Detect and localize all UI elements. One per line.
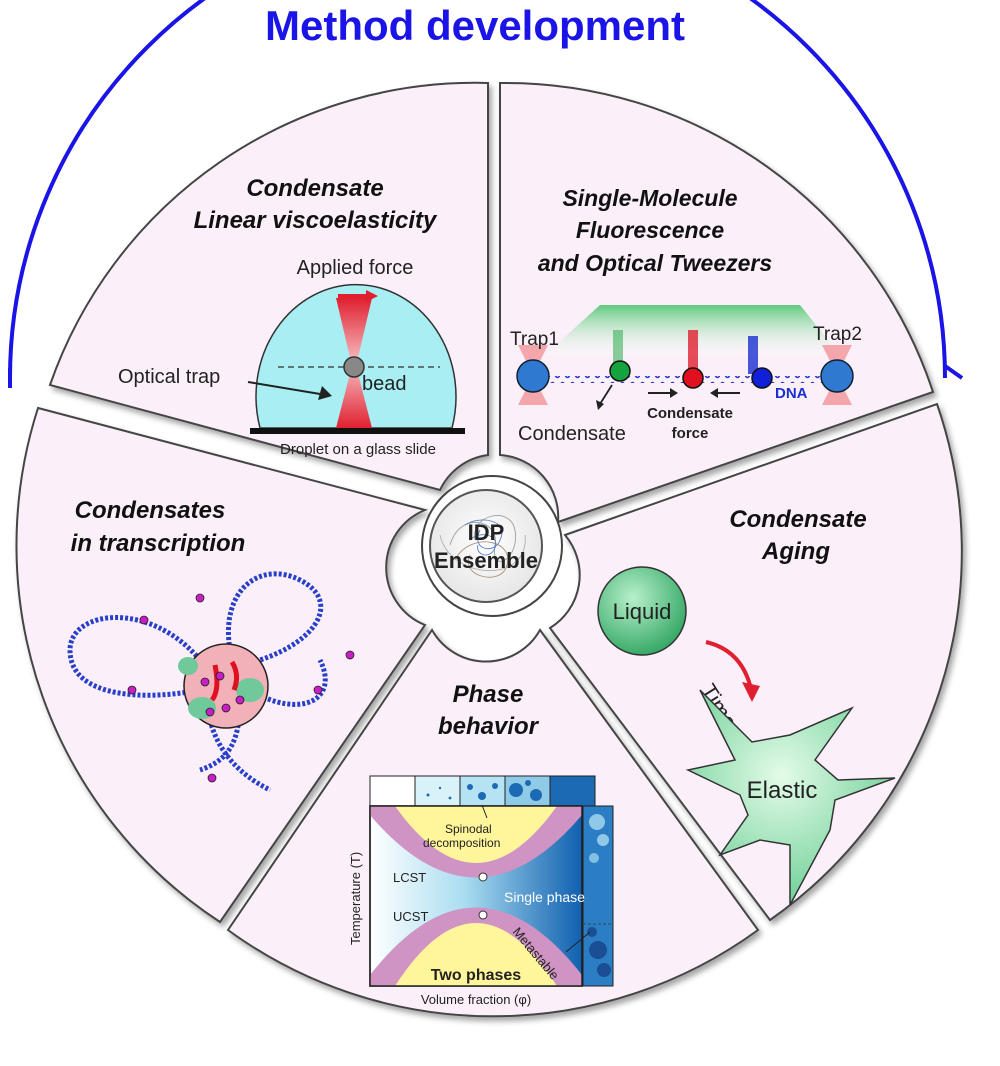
trap1-bead — [516, 359, 550, 393]
force-arrow-head — [366, 290, 378, 302]
aging-panel: Condensate Aging Liquid Time Elastic — [597, 506, 896, 906]
glass-slide — [250, 428, 465, 434]
viscoelasticity-panel: Condensate Linear viscoelasticity Applie… — [118, 175, 465, 458]
time-arrow-head — [742, 682, 760, 702]
transcription-panel: Condensates in transcription — [67, 497, 355, 793]
idp-ensemble-circle — [429, 489, 543, 603]
tweezers-title-line2: Fluorescence — [576, 217, 724, 243]
optical-trap-pointer — [247, 381, 321, 395]
phase-strip-right — [582, 805, 614, 987]
spinodal-label-line2: decomposition — [423, 836, 500, 850]
lcst-label: LCST — [393, 870, 426, 885]
method-bracket — [8, 0, 964, 388]
phase-diagram — [369, 805, 583, 987]
aging-title-line1: Condensate — [729, 506, 866, 533]
ucst-label: UCST — [393, 909, 428, 924]
applied-force-label: Applied force — [297, 257, 414, 279]
force-arrow-left-head — [710, 388, 718, 398]
phase-title-line2: behavior — [438, 713, 540, 740]
center-title-line1: IDP — [468, 520, 505, 545]
blue-fluor-stem — [748, 336, 758, 374]
spinodal-pointer — [481, 804, 488, 819]
elastic-label: Elastic — [747, 777, 818, 804]
red-fluor-stem — [688, 330, 698, 374]
condensate-label: Condensate — [518, 423, 626, 445]
force-arrow-right-head — [670, 388, 678, 398]
transcription-title-line2: in transcription — [71, 530, 246, 557]
center-hub: IDP Ensemble — [421, 475, 563, 617]
rna-strand-2 — [229, 660, 240, 691]
optical-trap-pointer-head — [318, 386, 332, 400]
protein-blob-2 — [236, 678, 264, 702]
condensate-arrow — [599, 384, 613, 405]
single-phase-label: Single phase — [504, 889, 585, 905]
condensate-arrow-head — [596, 400, 604, 410]
red-fluorophore — [682, 367, 704, 389]
green-fluorophore — [609, 360, 631, 382]
tweezers-panel: Single-Molecule Fluorescence and Optical… — [510, 185, 862, 445]
two-phases-label: Two phases — [431, 967, 521, 984]
sector-tweezers — [499, 81, 935, 524]
trap2-label: Trap2 — [813, 324, 862, 345]
time-arrow — [705, 640, 752, 686]
bead-label: bead — [362, 373, 407, 395]
bead — [343, 356, 365, 378]
liquid-label: Liquid — [613, 599, 672, 624]
center-title-line2: Ensemble — [434, 548, 538, 573]
aging-title-line2: Aging — [761, 538, 830, 565]
trap1-label: Trap1 — [510, 329, 559, 350]
tweezers-title-line1: Single-Molecule — [562, 185, 737, 211]
visco-title-line2: Linear viscoelasticity — [194, 207, 438, 234]
phase-xlabel: Volume fraction (φ) — [421, 992, 531, 1007]
protein-blob-3 — [178, 657, 198, 675]
blue-fluorophore — [751, 367, 773, 389]
rna-strand-1 — [209, 664, 220, 702]
transcription-title-line1: Condensates — [75, 497, 226, 524]
spinodal-label-line1: Spinodal — [445, 822, 492, 836]
phase-title-line1: Phase — [453, 681, 524, 708]
page-title: Method development — [265, 2, 685, 49]
phase-strip-top — [369, 775, 596, 807]
droplet-label: Droplet on a glass slide — [280, 441, 436, 458]
force-label-line2: force — [672, 425, 709, 442]
phase-ylabel: Temperature (T) — [348, 852, 363, 945]
magenta-molecules — [127, 593, 355, 783]
green-fluor-stem — [613, 330, 623, 370]
force-label-line1: Condensate — [647, 405, 733, 422]
phase-panel: Phase behavior — [348, 681, 614, 1007]
ensemble-tangle-icon — [439, 515, 526, 578]
visco-title-line1: Condensate — [246, 175, 383, 202]
metastable-pointer — [565, 931, 591, 953]
optical-trap-label: Optical trap — [118, 366, 220, 388]
elastic-aggregate — [685, 689, 896, 906]
liquid-droplet — [597, 566, 687, 656]
tweezers-title-line3: and Optical Tweezers — [538, 250, 772, 276]
dna-label: DNA — [775, 385, 808, 402]
trap2-bead — [820, 359, 854, 393]
